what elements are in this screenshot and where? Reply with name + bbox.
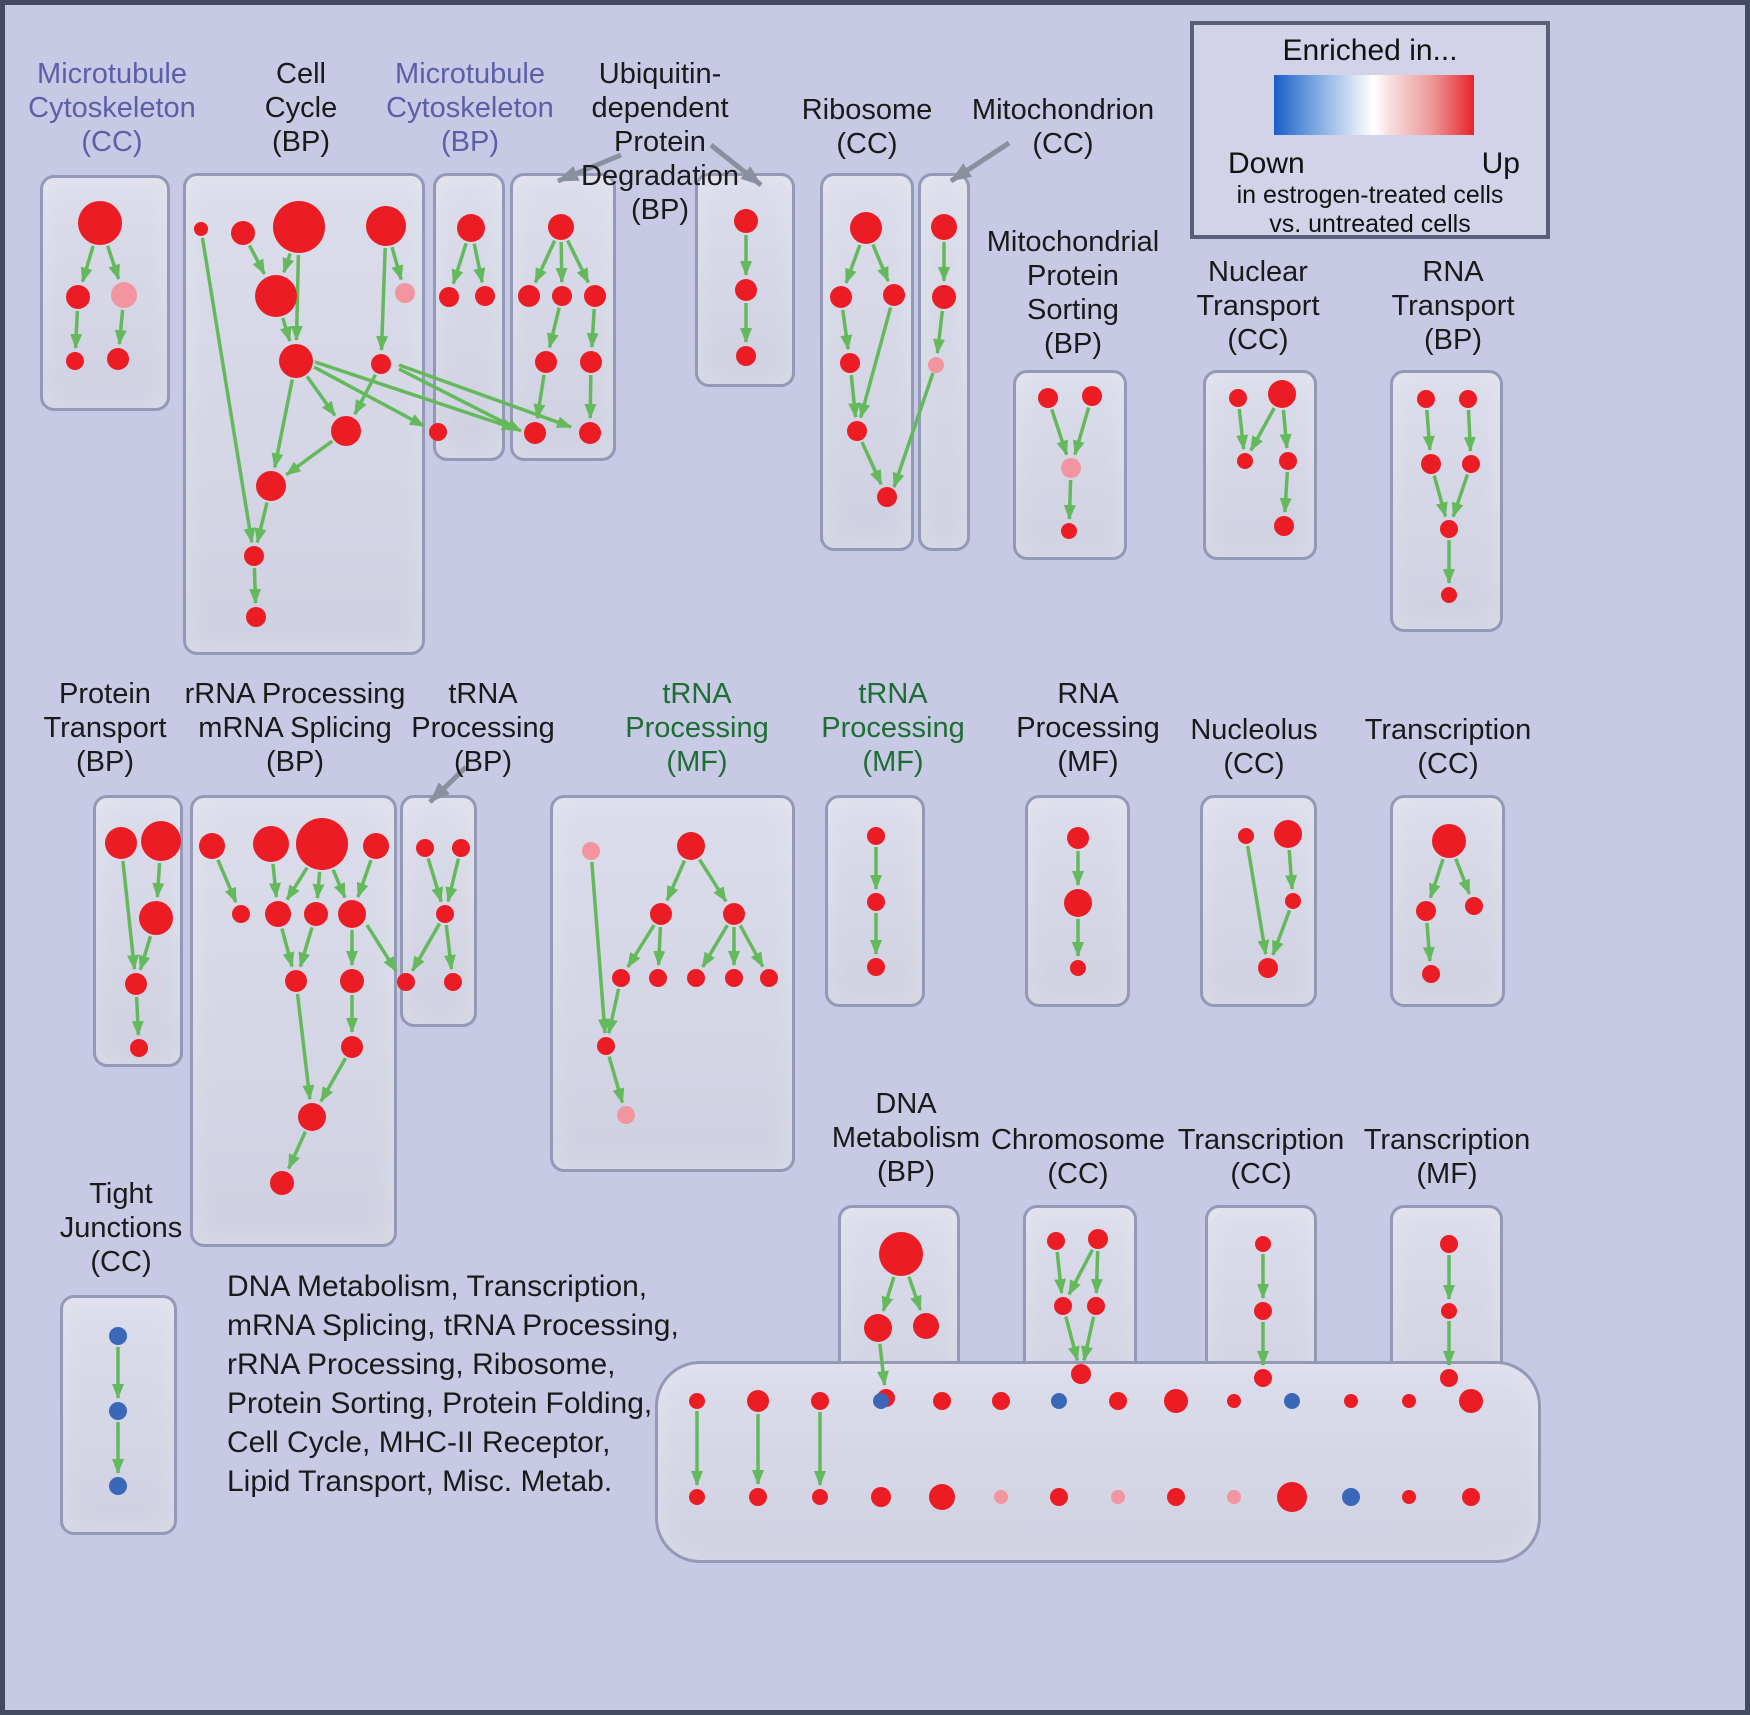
legend-title: Enriched in... — [1282, 34, 1458, 67]
legend-subtitle: in estrogen-treated cells vs. untreated … — [1236, 181, 1504, 238]
group-box-cell-cycle-bp — [183, 173, 425, 655]
legend-box: Enriched in... Down Up in estrogen-treat… — [1190, 21, 1550, 239]
group-box-microtubule-cytoskeleton-bp — [433, 173, 505, 461]
group-box-trna-processing-mf-small — [825, 795, 925, 1007]
group-box-rna-transport-bp — [1390, 370, 1503, 632]
legend-up-label: Up — [1481, 147, 1520, 180]
group-box-trna-processing-bp — [400, 795, 477, 1027]
group-box-trna-processing-mf-large — [550, 795, 795, 1172]
group-box-rna-processing-mf — [1025, 795, 1130, 1007]
group-box-nuclear-transport-cc — [1203, 370, 1317, 560]
group-box-mitochondrion-cc — [918, 173, 970, 551]
legend-down-label: Down — [1228, 147, 1305, 180]
legend-axis-labels: Down Up — [1228, 147, 1520, 181]
group-box-nucleolus-cc — [1200, 795, 1317, 1007]
misc-strip-description: DNA Metabolism, Transcription, mRNA Spli… — [227, 1270, 679, 1498]
group-box-ribosome-cc — [820, 173, 914, 551]
group-box-misc-strip — [655, 1361, 1541, 1563]
group-box-protein-transport-bp — [93, 795, 183, 1067]
group-box-rrna-processing-mrna-splicing-bp — [190, 795, 397, 1247]
legend-gradient-bar — [1274, 75, 1474, 135]
group-box-microtubule-cytoskeleton-cc — [40, 175, 170, 411]
group-box-tight-junctions-cc — [60, 1295, 177, 1535]
group-box-mitochondrial-protein-sorting-bp — [1013, 370, 1127, 560]
group-box-ubiquitin-degradation-bp-right — [695, 173, 795, 387]
group-box-transcription-cc-mid — [1390, 795, 1505, 1007]
group-box-ubiquitin-degradation-bp-left — [510, 173, 616, 461]
